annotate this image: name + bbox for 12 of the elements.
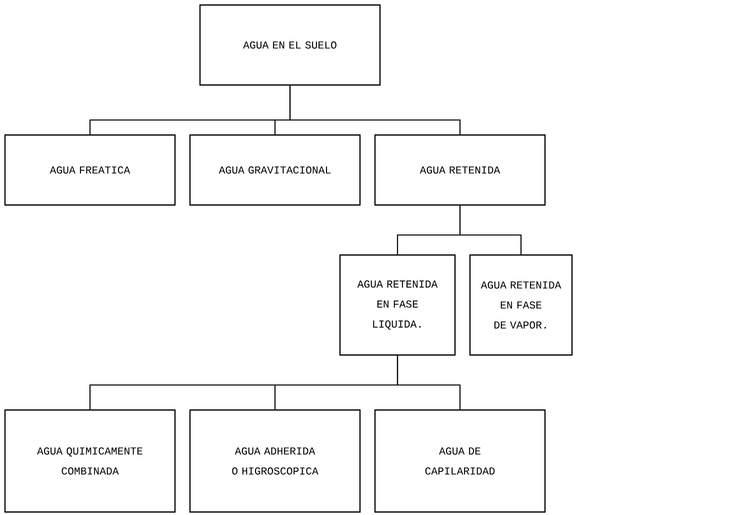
- connector-line: [396, 356, 461, 410]
- text-box: AGUA RETENIDA: [374, 134, 546, 206]
- text-box: AGUA QUIMICAMENTE COMBINADA: [4, 409, 176, 513]
- text-box: AGUA FREATICA: [4, 134, 176, 206]
- text-box: AGUA EN EL SUELO: [199, 4, 381, 86]
- text-box: AGUA GRAVITACIONAL: [189, 134, 361, 206]
- connector-line: [289, 86, 461, 134]
- text-box: AGUA RETENIDA EN FASE DE VAPOR.: [469, 254, 573, 356]
- connector-line: [459, 206, 522, 254]
- text-box: AGUA ADHERIDA O HIGROSCOPICA: [189, 409, 361, 513]
- text-box: AGUA RETENIDA EN FASE LIQUIDA.: [339, 254, 456, 356]
- text-box: AGUA DE CAPILARIDAD: [374, 409, 546, 513]
